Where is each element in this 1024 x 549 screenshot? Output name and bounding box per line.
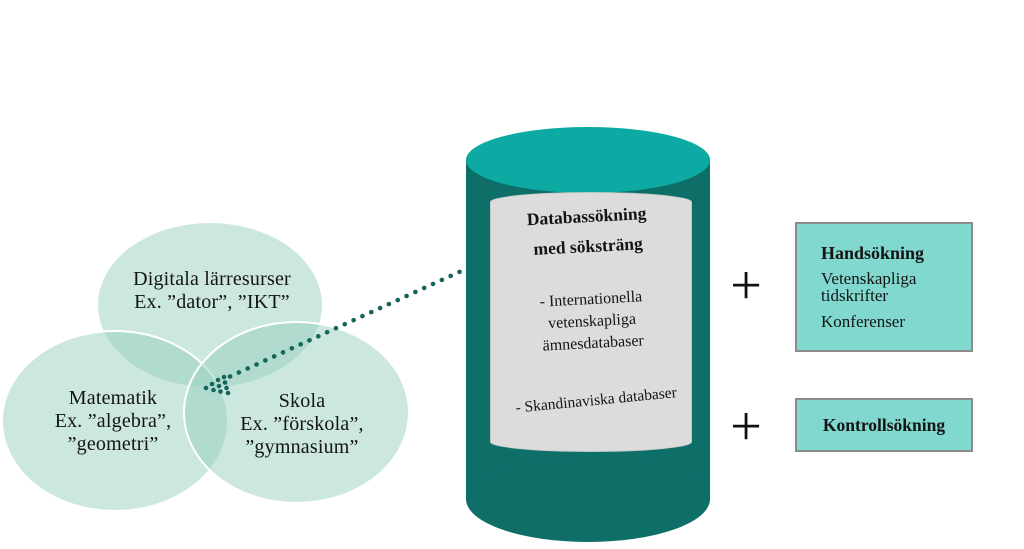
plus-sign-hand-search: + (730, 255, 762, 317)
database-cylinder-bottom (466, 456, 710, 542)
venn-title-matematik: Matematik (68, 387, 158, 409)
venn-examples-skola2: ”gymnasium” (245, 436, 359, 458)
cylinder-label-content: Databassökning med söksträng - Internati… (485, 188, 696, 417)
venn-examples-digitala: Ex. ”dator”, ”IKT” (134, 291, 290, 313)
venn-label-matematik: Matematik Ex. ”algebra”, ”geometri” (8, 387, 218, 456)
handsokning-line2: Konferenser (821, 312, 906, 331)
cylinder-label-item1: - Internationella vetenskapliga ämnesdat… (490, 284, 693, 360)
database-cylinder-label: Databassökning med söksträng - Internati… (490, 192, 692, 452)
venn-examples-skola: Ex. ”förskola”, (240, 413, 364, 435)
handsokning-title: Handsökning (821, 243, 925, 263)
handsokning-line1: Vetenskapliga tidskrifter (821, 269, 917, 305)
cylinder-label-item2: - Skandinaviska databaser (514, 384, 678, 417)
plus-sign-control-search: + (730, 396, 762, 458)
cylinder-label-title: Databassökning med söksträng (486, 196, 689, 266)
kontrollsokning-title: Kontrollsökning (822, 414, 946, 435)
venn-title-skola: Skola (278, 390, 326, 412)
database-cylinder-top (466, 127, 710, 193)
handsokning-box: Handsökning Vetenskapliga tidskrifter Ko… (795, 222, 973, 352)
venn-examples-matematik2: ”geometri” (67, 433, 159, 455)
venn-examples-matematik: Ex. ”algebra”, (54, 410, 172, 432)
venn-title-digitala: Digitala lärresurser (133, 268, 291, 290)
kontrollsokning-box: Kontrollsökning (795, 398, 973, 452)
venn-label-digitala-larresurser: Digitala lärresurser Ex. ”dator”, ”IKT” (96, 268, 328, 314)
venn-label-skola: Skola Ex. ”förskola”, ”gymnasium” (196, 390, 408, 459)
